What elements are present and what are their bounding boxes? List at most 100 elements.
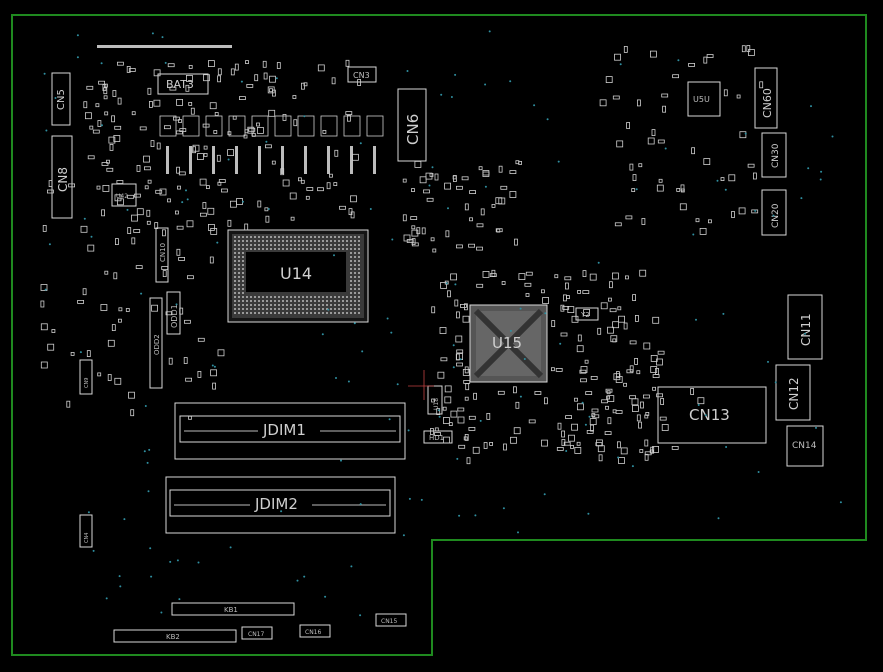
via: [484, 83, 487, 86]
bga-ball: [246, 304, 248, 306]
bga-ball: [306, 300, 308, 302]
smd-pad: [168, 357, 173, 365]
smd-pad: [605, 76, 613, 83]
bga-ball: [250, 304, 252, 306]
smd-pad: [411, 225, 416, 230]
bga-ball: [258, 236, 260, 238]
top-strip: [97, 45, 232, 48]
smd-pad: [188, 415, 192, 420]
smd-pad: [139, 126, 147, 131]
connector-cn60: CN60: [754, 67, 778, 129]
bga-ball: [258, 304, 260, 306]
bga-ball: [354, 300, 356, 302]
smd-pad: [457, 416, 465, 424]
smd-pad: [514, 238, 518, 246]
bga-ball: [334, 244, 336, 246]
smd-pad: [584, 359, 589, 364]
smd-pad: [197, 370, 202, 378]
smd-pad: [210, 227, 218, 235]
smd-pad: [560, 304, 565, 312]
via: [321, 333, 324, 336]
smd-pad: [213, 130, 218, 134]
bga-ball: [274, 244, 276, 246]
smd-pad: [534, 391, 542, 395]
smd-pad: [130, 409, 135, 417]
smd-pad: [271, 89, 276, 97]
bga-ball: [242, 300, 244, 302]
smd-pad: [322, 129, 327, 134]
bga-ball: [354, 244, 356, 246]
bga-ball: [342, 244, 344, 246]
bga-ball: [234, 300, 236, 302]
smd-pad: [448, 422, 453, 427]
smd-pad: [728, 174, 736, 182]
via: [101, 124, 103, 127]
bga-ball: [326, 248, 328, 250]
connector-cn9: CN9: [79, 359, 93, 395]
via: [390, 331, 393, 334]
smd-pad: [144, 185, 149, 190]
smd-pad: [150, 140, 155, 148]
via: [815, 426, 817, 429]
via: [447, 207, 449, 210]
via: [559, 342, 562, 345]
bga-ball: [302, 312, 304, 314]
smd-pad: [582, 290, 590, 295]
via: [76, 56, 79, 59]
chip-u15: U15: [469, 304, 548, 383]
via: [488, 30, 491, 33]
svg-text:CN11: CN11: [799, 313, 813, 346]
bga-ball: [254, 248, 256, 250]
via: [143, 450, 146, 453]
smd-pad: [176, 166, 181, 174]
passive-component: [205, 115, 223, 137]
via: [810, 105, 812, 108]
via: [744, 132, 747, 135]
smd-pad: [626, 369, 634, 374]
smd-pad: [402, 178, 407, 183]
via: [454, 283, 457, 286]
svg-text:U5U: U5U: [693, 95, 710, 104]
bga-ball: [318, 248, 320, 250]
smd-pad: [491, 203, 496, 208]
bga-ball: [302, 304, 304, 306]
smd-pad: [566, 295, 570, 300]
svg-text:CN3: CN3: [353, 71, 370, 80]
svg-text:CN12: CN12: [787, 377, 801, 410]
smd-pad: [571, 423, 578, 431]
bga-ball: [338, 236, 340, 238]
smd-pad: [256, 127, 264, 134]
smd-pad: [326, 182, 331, 190]
via: [546, 118, 549, 121]
bga-ball: [354, 256, 356, 258]
smd-pad: [560, 332, 568, 337]
via: [386, 317, 389, 320]
smd-pad: [561, 439, 566, 446]
bga-ball: [286, 312, 288, 314]
smd-pad: [136, 164, 141, 172]
smd-pad: [220, 188, 228, 193]
bga-ball: [322, 296, 324, 298]
smd-pad: [638, 421, 642, 429]
bga-ball: [338, 244, 340, 246]
via: [347, 380, 350, 383]
smd-pad: [629, 340, 637, 345]
bga-ball: [338, 296, 340, 298]
smd-pad: [217, 75, 222, 83]
smd-pad: [202, 123, 210, 128]
smd-pad: [456, 353, 464, 361]
bga-ball: [242, 248, 244, 250]
smd-pad: [434, 173, 439, 181]
smd-pad: [478, 166, 483, 171]
smd-pad: [482, 170, 490, 177]
smd-pad: [442, 417, 450, 424]
smd-pad: [452, 175, 457, 180]
smd-pad: [636, 414, 641, 422]
via: [440, 93, 443, 96]
bga-ball: [274, 308, 276, 310]
via: [227, 158, 230, 161]
bga-ball: [330, 304, 332, 306]
via: [79, 351, 82, 354]
smd-pad: [644, 439, 649, 447]
bga-ball: [322, 240, 324, 242]
